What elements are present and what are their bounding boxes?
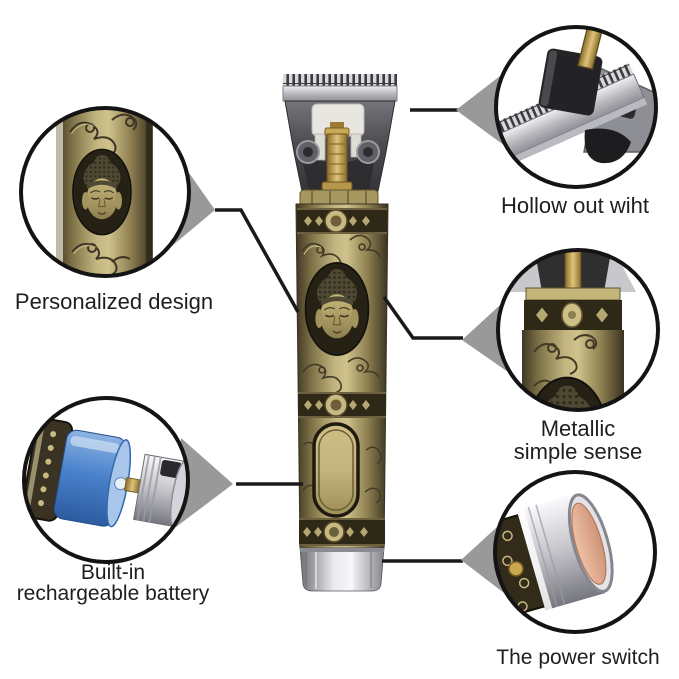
pointer-triangle-battery bbox=[176, 438, 233, 527]
metallic-cloud-engraving bbox=[533, 334, 598, 387]
pointer-triangle-switch bbox=[461, 527, 504, 593]
switch-copper-face bbox=[571, 502, 607, 585]
switch-chrome-cap bbox=[516, 493, 614, 611]
trimmer-blade-head bbox=[282, 74, 398, 192]
design-buddha-face bbox=[72, 148, 132, 236]
design-callout-label: Personalized design bbox=[4, 290, 224, 313]
battery-label-line1: Built-in bbox=[80, 561, 146, 584]
buddha-engraving bbox=[304, 261, 370, 357]
battery-contact-pin bbox=[123, 476, 142, 494]
metallic-label-line2: simple sense bbox=[513, 439, 643, 464]
body-band-bottom bbox=[299, 518, 385, 546]
battery-closeup-circle bbox=[22, 396, 190, 564]
blade-gold-rod bbox=[577, 27, 608, 70]
battery-cell bbox=[53, 429, 132, 528]
design-closeup-circle bbox=[19, 106, 191, 278]
connector-line-metallic bbox=[382, 295, 463, 340]
design-label-text: Personalized design bbox=[14, 289, 214, 314]
body-band-middle bbox=[298, 392, 386, 418]
switch-closeup-circle bbox=[493, 470, 657, 634]
body-band-top bbox=[297, 208, 387, 234]
blade-label-text: Hollow out wiht bbox=[501, 193, 649, 218]
blade-callout-label: Hollow out wiht bbox=[460, 194, 679, 217]
power-button bbox=[312, 422, 360, 518]
design-cloud-engraving bbox=[69, 113, 138, 276]
blade-lever bbox=[584, 128, 631, 164]
switch-callout-label: The power switch bbox=[467, 646, 679, 669]
connector-line-design bbox=[215, 208, 300, 313]
callout-connectors bbox=[215, 108, 463, 563]
trimmer-body bbox=[295, 203, 389, 549]
cloud-engraving-lower bbox=[302, 357, 380, 394]
switch-label-text: The power switch bbox=[496, 646, 660, 669]
trimmer-product bbox=[282, 74, 398, 592]
bottom-cap bbox=[299, 547, 385, 592]
metallic-label-line1: Metallic bbox=[540, 416, 616, 441]
pointer-triangle-blade bbox=[456, 76, 505, 146]
metallic-closeup-circle bbox=[496, 248, 660, 412]
battery-callout-label: Built-in rechargeable battery bbox=[2, 562, 224, 604]
metallic-callout-label: Metallic simple sense bbox=[468, 417, 679, 463]
blade-closeup-circle bbox=[494, 25, 658, 189]
battery-label-line2: rechargeable battery bbox=[16, 582, 210, 605]
metallic-band bbox=[524, 300, 622, 330]
